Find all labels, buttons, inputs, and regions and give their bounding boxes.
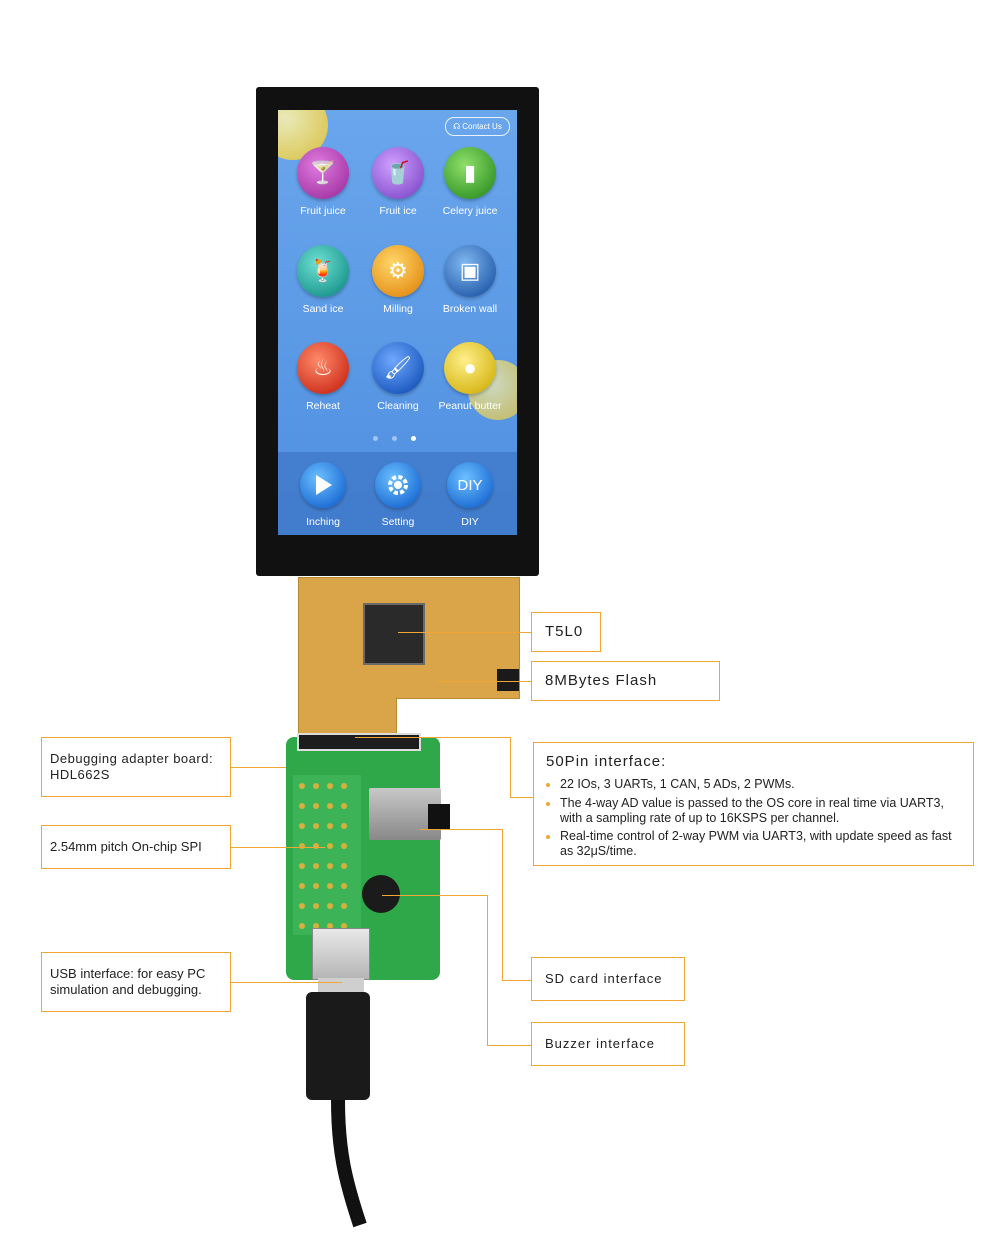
interface-feature-list: 22 IOs, 3 UARTs, 1 CAN, 5 ADs, 2 PWMs. T… [546,777,961,859]
feature-item: 22 IOs, 3 UARTs, 1 CAN, 5 ADs, 2 PWMs. [560,777,961,792]
label-spi: 2.54mm pitch On-chip SPI [41,825,231,869]
headset-icon: ☊ [453,122,461,131]
app-cleaning[interactable]: 🖌 Cleaning [359,342,437,412]
dock-diy[interactable]: DIY DIY [431,462,509,528]
ice-cup-icon: 🥤 [372,147,424,199]
grinder-icon: ⚙ [372,245,424,297]
dock-bar: Inching Setting DIY DIY [278,452,517,535]
app-reheat[interactable]: ♨ Reheat [284,342,362,412]
t5l0-chip [363,603,425,665]
buzzer [362,875,400,913]
play-icon [300,462,346,508]
app-fruit-ice[interactable]: 🥤 Fruit ice [359,147,437,217]
fpc-cable [298,697,397,737]
blender-icon: ▣ [444,245,496,297]
feature-item: Real-time control of 2-way PWM via UART3… [560,829,961,859]
page-dot[interactable] [373,436,378,441]
usb-port[interactable] [312,928,370,980]
contact-us-button[interactable]: ☊ Contact Us [445,117,510,136]
label-t5l0: T5L0 [531,612,601,652]
brush-icon: 🖌 [372,342,424,394]
page-indicator [373,436,416,441]
dock-inching[interactable]: Inching [284,462,362,528]
label-debug-board: Debugging adapter board: HDL662S [41,737,231,797]
app-broken-wall[interactable]: ▣ Broken wall [431,245,509,315]
sd-card [428,804,450,830]
label-sd-card: SD card interface [531,957,685,1001]
cocktail-icon: 🍸 [297,147,349,199]
usb-plug [306,992,370,1100]
feature-item: The 4-way AD value is passed to the OS c… [560,796,961,826]
label-50pin-interface: 50Pin interface: 22 IOs, 3 UARTs, 1 CAN,… [533,742,974,866]
page-dot-active[interactable] [411,436,416,441]
dock-setting[interactable]: Setting [359,462,437,528]
smoothie-icon: 🍹 [297,245,349,297]
app-sand-ice[interactable]: 🍹 Sand ice [284,245,362,315]
spi-pin-header [293,775,361,935]
app-milling[interactable]: ⚙ Milling [359,245,437,315]
page-dot[interactable] [392,436,397,441]
label-buzzer: Buzzer interface [531,1022,685,1066]
app-celery-juice[interactable]: ▮ Celery juice [431,147,509,217]
flash-chip [497,669,519,691]
label-flash: 8MBytes Flash [531,661,720,701]
peanut-icon: ● [444,342,496,394]
lcd-screen: ☊ Contact Us 🍸 Fruit juice 🥤 Fruit ice ▮… [278,110,517,535]
diy-icon: DIY [447,462,493,508]
app-peanut-butter[interactable]: ● Peanut butter [431,342,509,412]
gear-icon [375,462,421,508]
app-fruit-juice[interactable]: 🍸 Fruit juice [284,147,362,217]
celery-icon: ▮ [444,147,496,199]
label-usb: USB interface: for easy PC simulation an… [41,952,231,1012]
interface-title: 50Pin interface: [546,753,667,770]
bowl-icon: ♨ [297,342,349,394]
